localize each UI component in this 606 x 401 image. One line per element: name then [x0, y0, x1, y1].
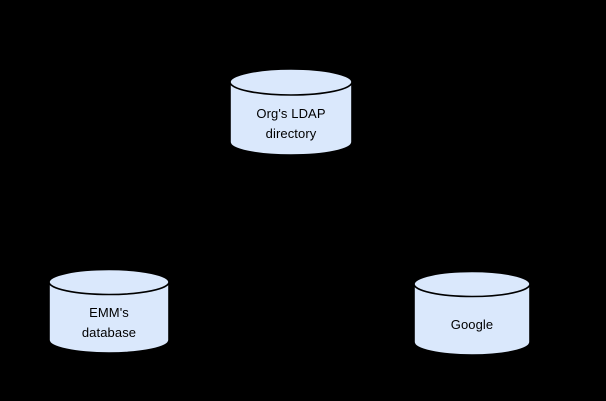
- database-cylinder-icon: [413, 270, 531, 356]
- database-node-google[interactable]: Google: [413, 270, 531, 356]
- database-cylinder-icon: [48, 268, 170, 354]
- database-node-emm[interactable]: EMM's database: [48, 268, 170, 354]
- database-node-ldap[interactable]: Org's LDAP directory: [229, 68, 353, 156]
- database-cylinder-icon: [229, 68, 353, 156]
